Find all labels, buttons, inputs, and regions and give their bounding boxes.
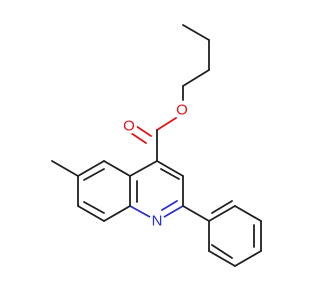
carbonyl-double-bond-a (135, 125, 152, 137)
phenyl-bond-2 (234, 205, 262, 222)
benzo-double-bond-c5-c6 (83, 168, 105, 181)
phenyl-bond-5 (208, 250, 236, 267)
phenyl-double-bond-1 (211, 200, 233, 214)
phenyl-double-bond-5 (211, 244, 233, 259)
benzo-bond-c8-c8a (103, 205, 131, 222)
molecule-structure-diagram: O O N (51, 24, 262, 267)
phenyl-attachment-bond (182, 205, 210, 222)
carbonyl-double-bond-b (130, 132, 147, 144)
pyridine-bond-c4-c3 (156, 160, 184, 177)
benzo-bond-c4a-c5 (103, 160, 131, 177)
carbonyl-oxygen-label: O (123, 118, 135, 135)
butyl-bond-3 (182, 69, 210, 87)
ester-o-bond-upper (156, 117, 177, 131)
ring-nitrogen-label: N (152, 213, 163, 230)
butyl-bond-1 (182, 24, 210, 41)
pyridine-bond-n-c8a (129, 205, 151, 218)
pyridine-bond-c4-c4a (129, 160, 158, 177)
pyridine-double-bond-c2-n (161, 200, 178, 211)
benzo-bond-c5-c6 (77, 160, 105, 177)
pyridine-bond-c2-n (163, 205, 184, 218)
benzo-double-bond-c7-c8 (83, 201, 105, 214)
benzo-bond-c7-c8 (77, 205, 105, 222)
ester-oxygen-label: O (176, 102, 188, 119)
pyridine-double-bond-c4-c3 (160, 168, 180, 180)
methyl-bond (51, 160, 79, 177)
phenyl-bond-1 (208, 205, 236, 222)
phenyl-bond-4 (234, 250, 262, 267)
